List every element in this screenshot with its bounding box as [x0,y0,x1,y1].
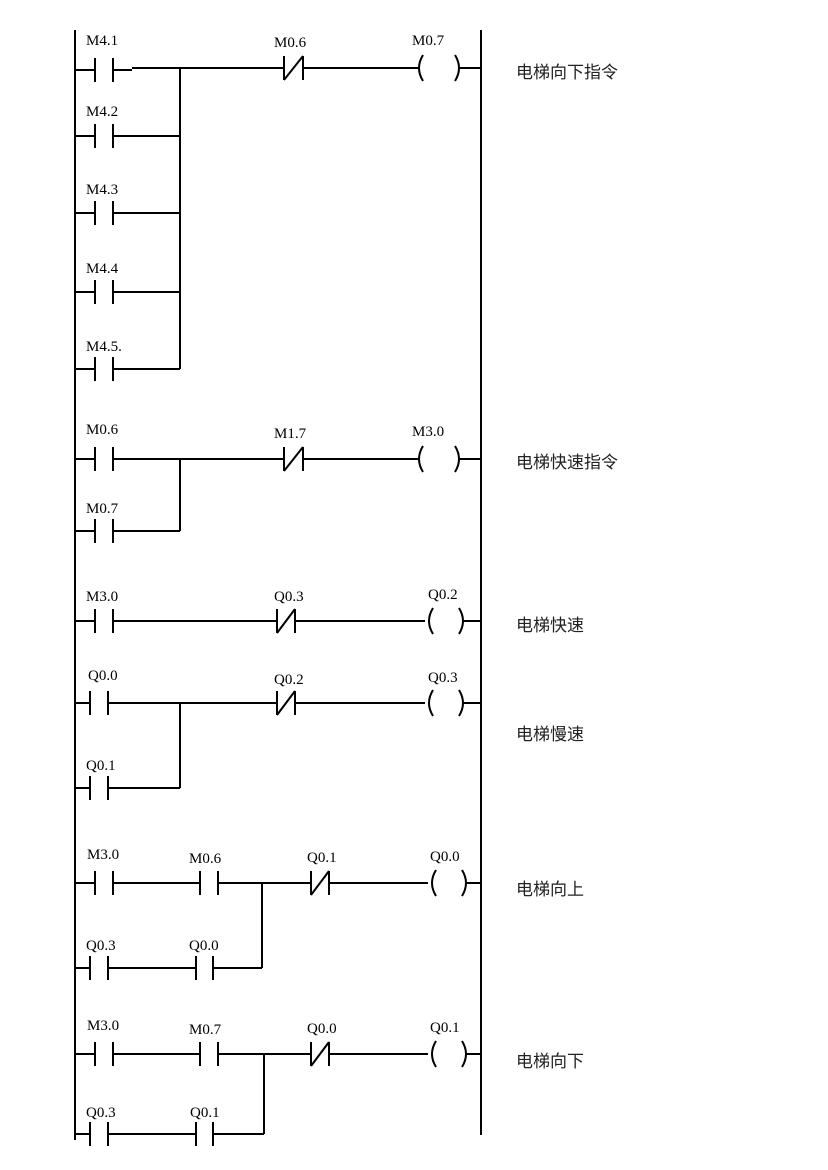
contact-label: Q0.2 [274,672,304,688]
rung-comment: 电梯快速指令 [516,453,618,473]
no-contact: M4.4 [75,261,180,304]
contact-label: M0.7 [189,1022,222,1038]
no-contact: M4.1 [75,33,132,82]
coil-label: Q0.1 [430,1020,460,1036]
rung-2: M0.6 M1.7 M3.0 电梯快速指令 M0.7 [75,422,618,543]
contact-label: M0.6 [86,422,119,438]
no-contact: M0.6 [178,851,262,895]
coil-label: M0.7 [412,33,445,49]
no-contact: M3.0 [75,847,178,895]
no-contact: Q0.3 [75,938,192,980]
contact-label: M4.4 [86,261,119,277]
coil-label: Q0.2 [428,587,458,603]
output-coil: M3.0 [412,424,481,473]
contact-label: Q0.3 [274,589,304,605]
contact-label: Q0.0 [189,938,219,954]
rung-6: M3.0 M0.7 Q0.0 Q0.1 电梯向下 [75,1018,584,1146]
rung-3: M3.0 Q0.3 Q0.2 电梯快速 [75,587,584,636]
contact-label: M3.0 [87,847,119,863]
output-coil: Q0.2 [428,587,481,635]
output-coil: Q0.1 [430,1020,481,1068]
contact-label: M3.0 [86,589,118,605]
contact-label: M3.0 [87,1018,119,1034]
no-contact: Q0.3 [75,1105,180,1146]
no-contact: M3.0 [75,589,132,633]
contact-label: Q0.3 [86,938,116,954]
contact-label: M0.7 [86,501,119,517]
no-contact: M4.5. [75,339,180,381]
contact-label: Q0.1 [190,1105,220,1121]
nc-contact: Q0.0 [295,1021,350,1067]
contact-label: Q0.1 [86,758,116,774]
no-contact: M3.0 [75,1018,178,1066]
rung-comment: 电梯慢速 [516,724,584,745]
contact-label: Q0.0 [88,668,118,684]
contact-label: Q0.0 [307,1021,337,1037]
no-contact: M4.2 [75,104,180,148]
contact-label: M4.2 [86,104,118,120]
nc-contact: Q0.1 [295,850,350,896]
no-contact: M0.7 [75,501,180,543]
rung-4: Q0.0 Q0.2 Q0.3 电梯慢速 Q0.1 [75,668,584,800]
output-coil: Q0.3 [428,670,481,717]
no-contact: M0.6 [75,422,132,471]
no-contact: M0.7 [178,1022,264,1066]
rung-comment: 电梯向上 [516,880,584,900]
no-contact: Q0.1 [75,758,180,800]
contact-label: Q0.3 [86,1105,116,1121]
no-contact: Q0.0 [75,668,180,715]
nc-contact: Q0.3 [262,589,325,634]
coil-label: Q0.3 [428,670,458,686]
output-coil: Q0.0 [430,849,481,897]
contact-label: M4.3 [86,182,118,198]
nc-contact: M1.7 [262,426,325,472]
rung-5: M3.0 M0.6 Q0.1 Q0.0 电梯向上 [75,847,584,980]
rung-comment: 电梯快速 [516,616,584,636]
contact-label: M0.6 [189,851,222,867]
coil-label: M3.0 [412,424,444,440]
output-coil: M0.7 [412,33,481,82]
no-contact: M4.3 [75,182,180,225]
rung-1: M4.1 M0.6 M0.7 电梯向下指令 M4.2 [75,33,618,381]
no-contact: Q0.0 [189,938,262,980]
contact-label: Q0.1 [307,850,337,866]
contact-label: M1.7 [274,426,307,442]
contact-label: M4.1 [86,33,118,49]
nc-contact: Q0.2 [262,672,325,716]
contact-label: M4.5. [86,339,122,355]
contact-label: M0.6 [274,35,307,51]
no-contact: Q0.1 [180,1105,264,1146]
rung-comment: 电梯向下指令 [516,63,618,83]
rung-comment: 电梯向下 [516,1052,584,1072]
nc-contact: M0.6 [262,35,325,81]
coil-label: Q0.0 [430,849,460,865]
